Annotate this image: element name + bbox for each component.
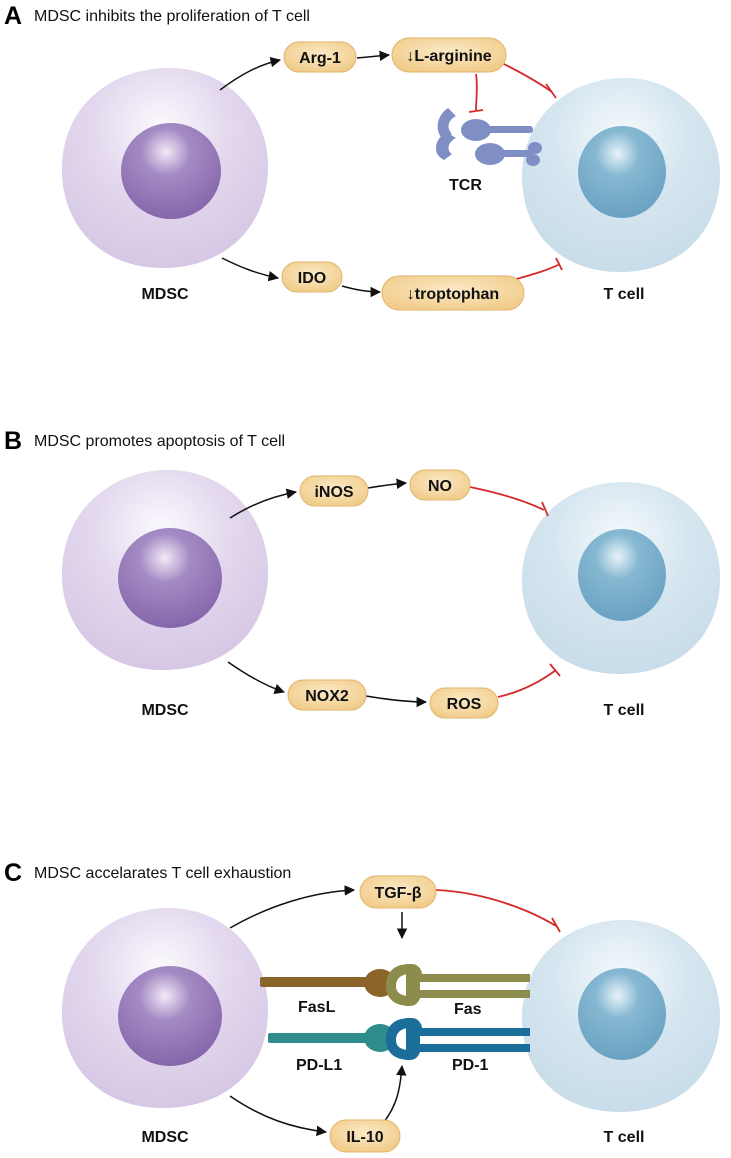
svg-text:↓troptophan: ↓troptophan [407, 286, 499, 303]
arrow-inos-to-no [367, 478, 408, 490]
mdsc-label: MDSC [141, 702, 189, 719]
mdsc-nucleus [118, 966, 222, 1066]
t-cell [522, 920, 721, 1112]
panel-a: A MDSC inhibits the proliferation of T c… [0, 0, 731, 370]
inhibit-ros-tcell [497, 669, 557, 698]
node-il10: IL-10 [329, 1119, 401, 1153]
node-larginine: ↓L-arginine [391, 37, 507, 73]
inhibit-bar [468, 109, 484, 113]
inhibit-bar [541, 501, 549, 517]
svg-text:NO: NO [428, 478, 452, 495]
t-cell-label: T cell [604, 1129, 645, 1146]
mdsc-nucleus [121, 123, 221, 219]
panel-c: C MDSC accelarates T cell exhaustion [0, 840, 731, 1158]
panel-c-diagram: FasL Fas PD-L1 PD-1 TGF-β IL-10 MDSC T c… [61, 875, 721, 1153]
inhibit-bar [549, 663, 561, 677]
svg-text:TGF-β: TGF-β [374, 885, 421, 902]
arrow-mdsc-to-arg1 [219, 56, 282, 91]
node-ido: IDO [281, 261, 343, 293]
svg-text:Arg-1: Arg-1 [299, 50, 341, 67]
panel-b: B MDSC promotes apoptosis of T cell iNOS… [0, 370, 731, 840]
svg-text:iNOS: iNOS [314, 484, 353, 501]
pd1-receptor [386, 1018, 530, 1060]
pd1-label: PD-1 [452, 1057, 489, 1074]
mdsc-label: MDSC [141, 1129, 189, 1146]
arrow-arg1-to-larginine [356, 50, 391, 62]
node-no: NO [409, 469, 471, 501]
arrow-nox2-to-ros [365, 695, 428, 708]
panel-title: MDSC inhibits the proliferation of T cel… [34, 8, 310, 25]
fasl-label: FasL [298, 999, 336, 1016]
inhibit-tgfb-tcell [435, 889, 557, 927]
panel-title: MDSC accelarates T cell exhaustion [34, 865, 292, 882]
svg-text:NOX2: NOX2 [305, 688, 349, 705]
arrow-mdsc-to-inos [229, 488, 298, 519]
inhibit-no-tcell [469, 486, 545, 511]
mdsc-cell [61, 67, 269, 269]
panel-letter: B [4, 427, 23, 455]
svg-text:↓L-arginine: ↓L-arginine [406, 48, 491, 65]
panel-letter: C [4, 859, 23, 887]
arrow-ido-to-troptophan [341, 285, 382, 298]
arrow-mdsc-to-ido [221, 257, 280, 282]
node-troptophan: ↓troptophan [381, 275, 525, 311]
t-cell-nucleus [578, 126, 666, 218]
t-cell-nucleus [578, 529, 666, 621]
t-cell-label: T cell [604, 286, 645, 303]
mdsc-cell [61, 907, 269, 1108]
mdsc-cell [61, 469, 269, 670]
tcr-label: TCR [449, 177, 482, 194]
svg-text:IDO: IDO [298, 270, 326, 287]
svg-text:ROS: ROS [447, 696, 482, 713]
inhibit-bar [555, 257, 563, 271]
arrow-mdsc-to-nox2 [227, 661, 285, 694]
node-tgfb: TGF-β [359, 875, 437, 909]
inhibit-bar [545, 83, 557, 99]
fas-receptor [386, 964, 530, 1006]
tcr-receptor [435, 108, 542, 166]
t-cell [522, 482, 721, 674]
arrow-il10-to-pd1 [383, 1064, 407, 1123]
pdl1-ligand [268, 1024, 396, 1052]
t-cell-nucleus [578, 968, 666, 1060]
svg-text:IL-10: IL-10 [346, 1129, 383, 1146]
node-inos: iNOS [299, 475, 369, 507]
fasl-ligand [260, 969, 396, 997]
node-arg1: Arg-1 [283, 41, 357, 73]
inhibit-bar [551, 917, 561, 933]
panel-letter: A [4, 2, 23, 30]
mdsc-label: MDSC [141, 286, 189, 303]
panel-title: MDSC promotes apoptosis of T cell [34, 433, 286, 450]
t-cell-label: T cell [604, 702, 645, 719]
t-cell [522, 78, 721, 272]
panel-b-diagram: iNOS NO NOX2 ROS MDSC T cell [61, 469, 721, 719]
inhibit-larginine-tcell [499, 61, 553, 93]
fas-label: Fas [454, 1001, 482, 1018]
pdl1-label: PD-L1 [296, 1057, 342, 1074]
arrow-mdsc-to-tgfb [229, 885, 356, 929]
node-ros: ROS [429, 687, 499, 719]
mdsc-nucleus [118, 528, 222, 628]
panel-a-diagram: TCR Arg-1 ↓L-arginine IDO [61, 37, 721, 311]
arrow-mdsc-to-il10 [229, 1095, 328, 1137]
inhibit-larginine-tcr [475, 73, 478, 111]
node-nox2: NOX2 [287, 679, 367, 711]
